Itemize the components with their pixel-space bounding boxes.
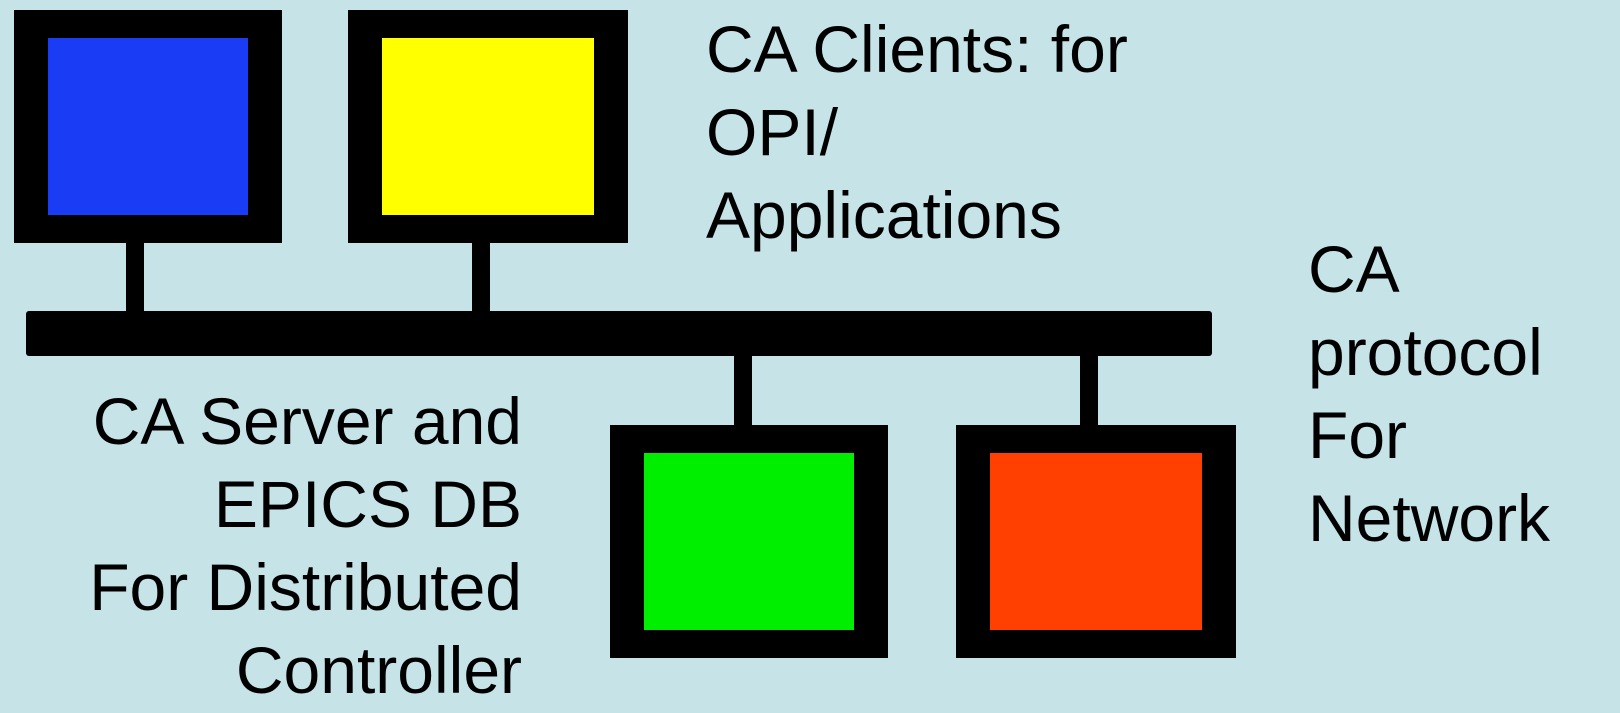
clients-label-line: OPI/ bbox=[706, 95, 839, 169]
server-computer-2-screen bbox=[990, 453, 1202, 630]
client-2-connector bbox=[472, 240, 490, 315]
server-computer-1 bbox=[610, 425, 888, 658]
protocol-label-line: CA bbox=[1308, 232, 1400, 306]
protocol-label: CA protocol For Network bbox=[1308, 228, 1550, 560]
protocol-label-line: Network bbox=[1308, 481, 1551, 555]
protocol-label-line: For bbox=[1308, 398, 1407, 472]
server-label-line: For Distributed bbox=[89, 550, 522, 624]
server-label-line: EPICS DB bbox=[213, 467, 522, 541]
clients-label-line: Applications bbox=[706, 178, 1062, 252]
server-1-connector bbox=[734, 352, 752, 430]
server-computer-2 bbox=[956, 425, 1236, 658]
protocol-label-line: protocol bbox=[1308, 315, 1543, 389]
client-computer-2 bbox=[348, 10, 628, 243]
server-label: CA Server and EPICS DB For Distributed C… bbox=[89, 380, 522, 712]
client-computer-1 bbox=[14, 10, 282, 243]
server-2-connector bbox=[1080, 352, 1098, 430]
network-bus bbox=[26, 311, 1212, 356]
server-label-line: CA Server and bbox=[92, 384, 522, 458]
client-computer-1-screen bbox=[48, 38, 248, 215]
server-label-line: Controller bbox=[235, 633, 522, 707]
clients-label: CA Clients: for OPI/ Applications bbox=[706, 8, 1128, 257]
client-1-connector bbox=[126, 240, 144, 315]
clients-label-line: CA Clients: for bbox=[706, 12, 1128, 86]
client-computer-2-screen bbox=[382, 38, 594, 215]
server-computer-1-screen bbox=[644, 453, 854, 630]
